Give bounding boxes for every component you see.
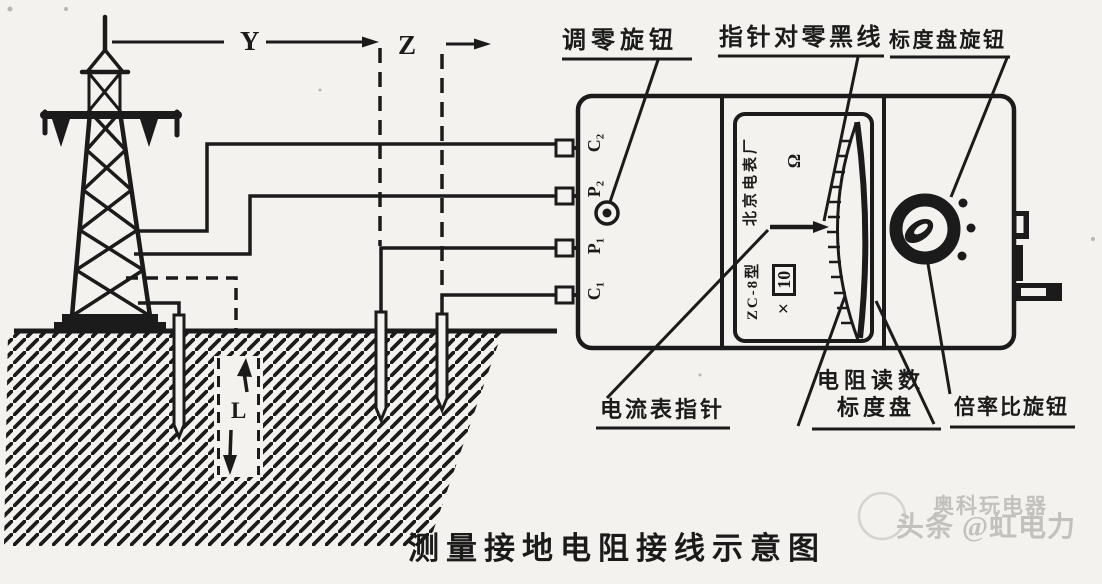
wire-c1 [440,293,556,314]
terminal-label-p1: P₁ [584,237,604,255]
terminal-c1[interactable] [554,285,575,305]
dimension-label-y: Y [240,26,260,56]
transmission-tower [40,14,182,331]
distance-dimension-lines [112,36,491,293]
dimension-label-depth: L [231,398,247,423]
tower-electrode-link [138,301,181,315]
wire-p2 [134,194,556,256]
tower-ground-electrode [172,313,186,441]
ground-soil-hatching [4,328,557,546]
meter-face-panel [733,112,874,343]
dim-arrow-right-icon [474,38,491,50]
multiplier-window: × 10 [765,250,803,328]
earth-resistance-tester [554,93,1062,351]
meter-unit-omega: Ω [784,153,804,169]
terminal-c2[interactable] [554,138,575,158]
meter-maker-text: 北京电表厂 [742,136,759,227]
range-ratio-knob[interactable] [889,193,961,265]
generator-crank-handle[interactable] [1012,211,1062,301]
wire-c2 [136,142,556,233]
watermark-logo-circle [857,491,907,541]
callout-pointer-zero-black-line: 指针对零黑线 [719,25,884,51]
multiplier-value: 10 [772,263,796,296]
callout-resistance-reading-line1: 电阻读数 [817,368,926,393]
potential-probe-electrode [374,310,388,424]
dim-arrow-right-icon [362,36,379,48]
tower-ground-dashed-lead [126,276,238,331]
callout-leaders [562,54,1075,431]
callout-zero-adjust-knob: 调零旋钮 [562,28,678,54]
current-probe-electrode [435,312,449,414]
terminal-label-c1: C₁ [584,281,604,301]
callout-ammeter-pointer: 电流表指针 [600,397,726,422]
callout-resistance-reading-line2: 标度盘 [837,395,916,420]
terminal-posts [554,138,579,305]
terminal-label-p2: P₂ [584,180,604,198]
paper-specks [7,6,1095,377]
knob-position-dots [957,198,976,261]
dimension-label-z: Z [398,30,417,60]
pointer-arrow-icon [813,221,829,233]
depth-arrow-up-icon [237,358,252,377]
figure-caption: 测量接地电阻接线示意图 [408,531,826,566]
test-lead-wires [126,142,556,331]
watermark-line1: 奥科玩电器 [933,494,1048,518]
ground-electrodes [172,310,449,441]
terminal-p1[interactable] [554,238,575,258]
depth-dimension-box [214,356,263,477]
wire-p1 [379,246,556,312]
watermark-line2: 头条 @虹电力 [896,512,1077,543]
depth-arrow-down-icon [223,455,237,475]
meter-scale [827,121,869,341]
callout-ratio-knob: 倍率比旋钮 [954,395,1069,419]
multiplier-sign: × [773,302,795,315]
terminal-p2[interactable] [554,186,575,206]
meter-model-text: ZC-8型 [744,261,761,321]
terminal-label-c2: C₂ [584,133,604,153]
ammeter-pointer [770,221,829,233]
callout-dial-knob: 标度盘旋钮 [889,28,1007,52]
